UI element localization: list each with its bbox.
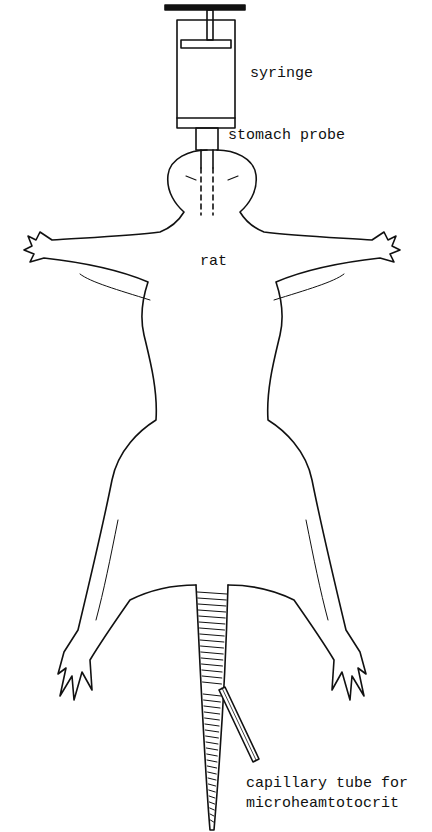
probe-inside bbox=[212, 168, 214, 215]
rat-tail bbox=[196, 585, 228, 830]
tail-ring bbox=[204, 706, 220, 708]
tail-ring bbox=[208, 772, 217, 774]
tail-ring bbox=[207, 766, 216, 768]
tail-ring bbox=[200, 634, 224, 636]
tail-ring bbox=[199, 622, 225, 624]
tail-ring bbox=[199, 616, 225, 618]
probe-line bbox=[200, 150, 202, 168]
tail-ring bbox=[208, 784, 215, 786]
tail-ring bbox=[201, 646, 224, 648]
barrel-end bbox=[177, 117, 235, 119]
tail-ring bbox=[202, 676, 222, 678]
syringe-barrel bbox=[177, 20, 235, 128]
tail-ring bbox=[200, 628, 225, 630]
probe-inside bbox=[200, 168, 202, 215]
tail-ring bbox=[205, 718, 220, 720]
tail-rings bbox=[197, 592, 226, 822]
tail-ring bbox=[198, 604, 226, 606]
tail-ring bbox=[207, 754, 218, 756]
tail-ring bbox=[207, 760, 217, 762]
tail-ring bbox=[201, 658, 223, 660]
tail-ring bbox=[204, 700, 221, 702]
syringe-hub bbox=[196, 128, 218, 150]
tail-ring bbox=[205, 724, 219, 726]
probe-line bbox=[212, 150, 214, 168]
tail-ring bbox=[197, 592, 226, 594]
tail-ring bbox=[202, 670, 222, 672]
tail-ring bbox=[201, 652, 223, 654]
tail-ring bbox=[200, 640, 224, 642]
tail-ring bbox=[198, 610, 225, 612]
part-label: capillary tube for microheamtotocrit bbox=[246, 774, 426, 815]
tail-ring bbox=[206, 736, 219, 738]
tail-ring bbox=[210, 820, 213, 822]
tail-ring bbox=[203, 682, 222, 684]
tail-ring bbox=[198, 598, 227, 600]
part-label: rat bbox=[200, 252, 227, 272]
tail-ring bbox=[210, 814, 214, 816]
tail-ring bbox=[202, 664, 223, 666]
part-label: syringe bbox=[250, 64, 313, 84]
tail-ring bbox=[208, 778, 216, 780]
tail-ring bbox=[209, 790, 216, 792]
tail-ring bbox=[209, 796, 215, 798]
tail-ring bbox=[209, 802, 214, 804]
tail-ring bbox=[206, 748, 217, 750]
tail-ring bbox=[204, 712, 219, 714]
tail-ring bbox=[206, 742, 218, 744]
tail-ring bbox=[203, 694, 221, 696]
rat-outline bbox=[24, 150, 207, 700]
part-label: stomach probe bbox=[228, 126, 345, 146]
tail-ring bbox=[210, 808, 215, 810]
plunger-head bbox=[165, 5, 245, 10]
capillary-tube bbox=[219, 687, 259, 762]
plunger-rod bbox=[207, 10, 213, 40]
tail-ring bbox=[205, 730, 218, 732]
plunger-piston bbox=[181, 40, 231, 48]
